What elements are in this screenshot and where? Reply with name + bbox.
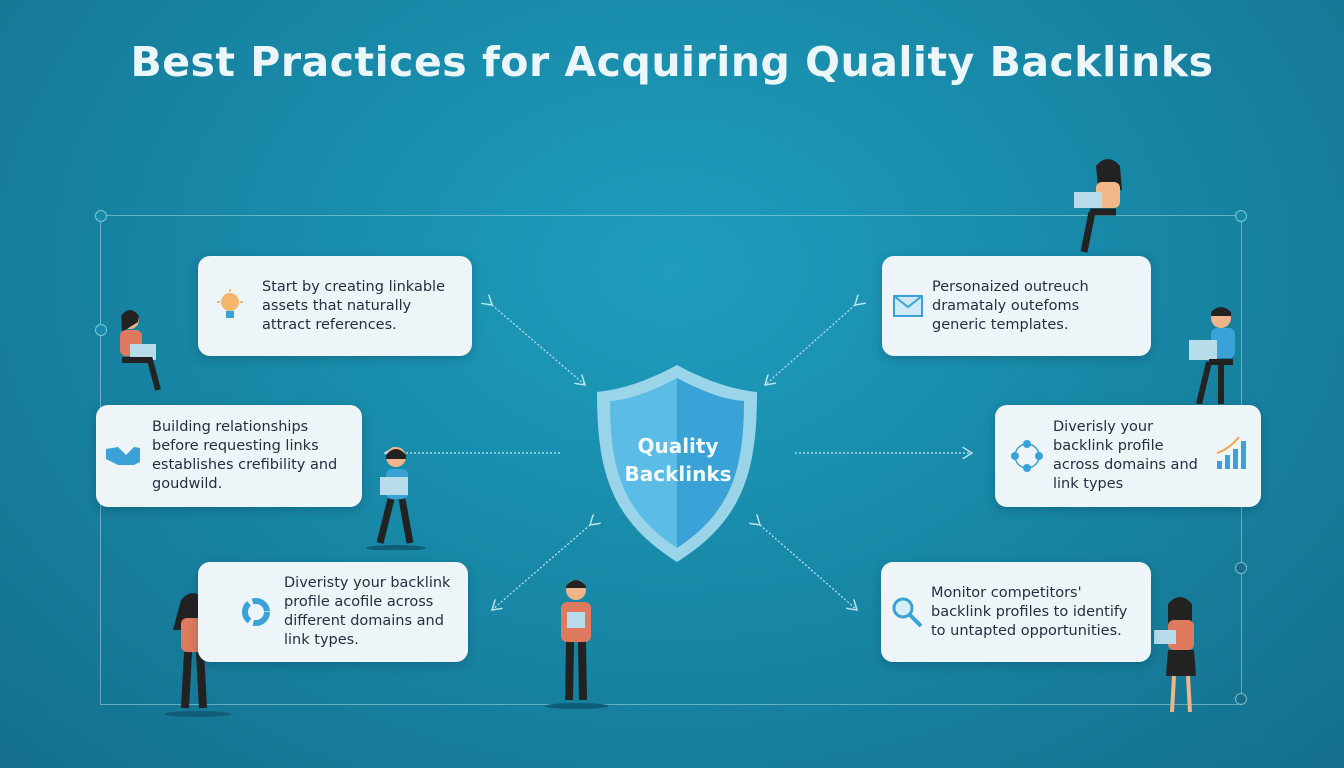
center-label-line1: Quality	[637, 434, 719, 458]
person-sitting-laptop-icon	[120, 310, 161, 391]
tip-text: Diveristy your backlink profile acofile …	[284, 575, 451, 648]
handshake-icon	[104, 443, 140, 469]
tip-card-diversify-right: Diverisly your backlink profile across d…	[995, 405, 1261, 507]
frame-node	[95, 210, 107, 222]
person-standing-tablet-icon	[545, 580, 609, 709]
tip-text: Personaized outreuch dramataly outefoms …	[932, 278, 1089, 333]
envelope-icon	[890, 295, 926, 317]
tip-card-outreach: Personaized outreuch dramataly outefoms …	[882, 256, 1151, 356]
tip-text: Monitor competitors' backlink profiles t…	[931, 584, 1128, 639]
person-walking-laptop-icon	[366, 447, 426, 550]
tip-card-relationships: Building relationships before requesting…	[96, 405, 362, 507]
frame-node	[1235, 693, 1247, 705]
tip-text: Start by creating linkable assets that n…	[262, 278, 445, 333]
frame-node	[95, 324, 107, 336]
lightbulb-icon	[212, 289, 248, 323]
person-sitting-top-icon	[1074, 159, 1122, 253]
tip-text: Building relationships before requesting…	[152, 419, 338, 492]
person-sitting-right-icon	[1189, 307, 1235, 404]
tip-card-monitor: Monitor competitors' backlink profiles t…	[881, 562, 1151, 662]
tip-card-diversify-left: Diveristy your backlink profile acofile …	[198, 562, 468, 662]
frame-node	[1235, 210, 1247, 222]
magnifier-icon	[889, 596, 925, 628]
network-icon	[1009, 439, 1045, 473]
bar-growth-icon	[1216, 436, 1246, 469]
center-label: Quality Backlinks	[600, 432, 756, 488]
tip-text: Diverisly your backlink profile across d…	[1053, 419, 1198, 492]
tip-card-linkable-assets: Start by creating linkable assets that n…	[198, 256, 472, 356]
shield-icon	[597, 365, 757, 562]
frame-node	[1235, 562, 1247, 574]
page-title: Best Practices for Acquiring Quality Bac…	[130, 38, 1214, 86]
center-label-line2: Backlinks	[624, 462, 732, 486]
person-standing-right-icon	[1154, 597, 1196, 713]
cycle-icon	[238, 597, 274, 627]
